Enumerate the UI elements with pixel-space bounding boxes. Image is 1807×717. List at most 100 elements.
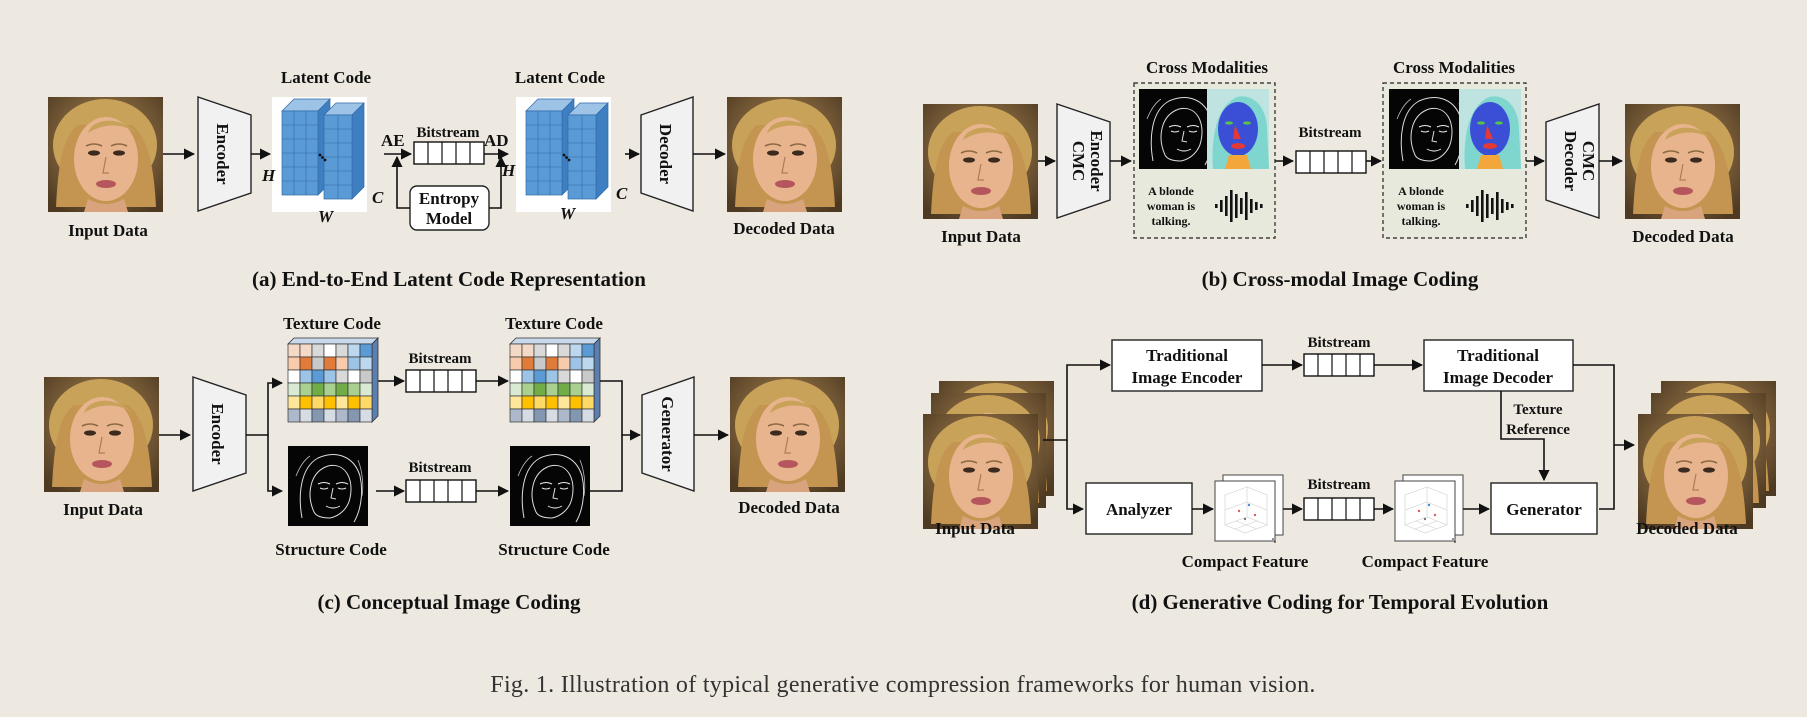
- texture-cell: [359, 382, 373, 397]
- generator-c: [641, 376, 695, 492]
- texture-code-grid-1: [287, 337, 379, 423]
- input-label-a: Input Data: [68, 221, 148, 240]
- segmentation-image-b1: [1207, 89, 1269, 169]
- arrow-c7-up: [600, 380, 642, 441]
- texture-cell: [521, 382, 535, 397]
- bitstream-label-a: Bitstream: [416, 125, 480, 141]
- panel-a: Input Data Encoder Latent Code H W C AE …: [47, 68, 843, 291]
- texture-cell: [347, 369, 361, 384]
- axis-h-a2: H: [501, 161, 516, 180]
- bitstream-label-d1: Bitstream: [1307, 335, 1371, 351]
- texture-cell: [581, 343, 595, 358]
- texture-cell: [311, 395, 325, 410]
- texture-cell: [533, 382, 547, 397]
- ae-label: AE: [381, 131, 405, 150]
- text-modality-b2-line2: woman is: [1397, 199, 1446, 213]
- texture-cell: [335, 369, 349, 384]
- ad-label: AD: [484, 131, 509, 150]
- panel-d: Input Data Traditional Image Encoder Bit…: [922, 335, 1777, 614]
- texture-cell: [287, 356, 301, 371]
- bitstream-c2: [405, 479, 477, 503]
- texture-cell: [509, 356, 523, 371]
- texture-cell: [521, 356, 535, 371]
- input-label-d: Input Data: [935, 519, 1015, 538]
- arrow-d-to-analyzer: [1066, 440, 1085, 515]
- text-modality-b1-line2: woman is: [1147, 199, 1196, 213]
- texture-code-label-1: Texture Code: [283, 314, 381, 333]
- structure-code-image-2: [509, 445, 591, 527]
- compact-feature-image-2: [1394, 474, 1464, 544]
- texture-cell: [509, 408, 523, 423]
- traditional-image-encoder: [1111, 339, 1263, 392]
- texture-cell: [359, 343, 373, 358]
- latent-code-label-a2: Latent Code: [515, 68, 606, 87]
- encoder-a: [197, 96, 252, 212]
- text-modality-b2-line1: A blonde: [1398, 184, 1444, 198]
- entropy-model-line1: Entropy: [419, 189, 480, 208]
- decoder-a: [640, 96, 694, 212]
- texture-cell: [569, 369, 583, 384]
- texture-code-label-2: Texture Code: [505, 314, 603, 333]
- texture-cell: [557, 343, 571, 358]
- texture-cell: [311, 369, 325, 384]
- arrow-entropy-ad: [489, 155, 507, 209]
- bitstream-b: [1295, 150, 1367, 174]
- bitstream-c1: [405, 369, 477, 393]
- texture-cell: [323, 343, 337, 358]
- texture-cell: [569, 395, 583, 410]
- texture-cell: [521, 408, 535, 423]
- cmc-encoder-line1: CMC: [1069, 141, 1088, 182]
- input-image-c: [43, 376, 160, 493]
- bitstream-a: [413, 141, 485, 165]
- texture-cell: [335, 356, 349, 371]
- texture-cell: [359, 395, 373, 410]
- decoded-image-b: [1624, 103, 1741, 220]
- texture-cell: [581, 395, 595, 410]
- cross-modalities-label-1: Cross Modalities: [1146, 58, 1268, 77]
- arrow-texture-reference: [1500, 391, 1550, 482]
- texture-cell: [311, 382, 325, 397]
- input-label-b: Input Data: [941, 227, 1021, 246]
- decoded-stack-image-1: [1637, 413, 1754, 530]
- decoder-label-a: Decoder: [656, 124, 675, 185]
- texture-cell: [299, 408, 313, 423]
- texture-cell: [533, 395, 547, 410]
- texture-cell: [557, 369, 571, 384]
- cmc-decoder-line2: CMC: [1579, 141, 1598, 182]
- texture-cell: [287, 343, 301, 358]
- texture-cell: [533, 343, 547, 358]
- arrow-c2-up: [246, 377, 284, 436]
- bitstream-label-d2: Bitstream: [1307, 477, 1371, 493]
- arrow-d-to-encoder: [1043, 359, 1112, 441]
- entropy-model-line2: Model: [426, 209, 473, 228]
- texture-cell: [509, 382, 523, 397]
- texture-cell: [545, 343, 559, 358]
- decoded-label-d: Decoded Data: [1636, 519, 1738, 538]
- segmentation-image-b2: [1459, 89, 1521, 169]
- texture-cell: [299, 382, 313, 397]
- texture-cell: [557, 356, 571, 371]
- texture-cell: [545, 395, 559, 410]
- caption-c: (c) Conceptual Image Coding: [317, 590, 581, 614]
- bitstream-label-c2: Bitstream: [408, 460, 472, 476]
- analyzer-label: Analyzer: [1106, 500, 1173, 519]
- texture-cell: [299, 369, 313, 384]
- texture-cell: [557, 382, 571, 397]
- texture-cell: [557, 408, 571, 423]
- input-image-b: [922, 103, 1039, 220]
- latent-code-label-a1: Latent Code: [281, 68, 372, 87]
- panel-c: Input Data Encoder Texture Code Texture …: [43, 314, 846, 614]
- texture-cell: [335, 395, 349, 410]
- texture-cell: [287, 369, 301, 384]
- decoded-label-a: Decoded Data: [733, 219, 835, 238]
- texture-cell: [521, 369, 535, 384]
- texture-cell: [323, 356, 337, 371]
- texture-cell: [347, 356, 361, 371]
- texture-code-grid-2: [509, 337, 601, 423]
- texture-cell: [347, 408, 361, 423]
- generator-label-d: Generator: [1506, 500, 1582, 519]
- texture-cell: [359, 408, 373, 423]
- texture-cell: [533, 408, 547, 423]
- texture-cell: [323, 395, 337, 410]
